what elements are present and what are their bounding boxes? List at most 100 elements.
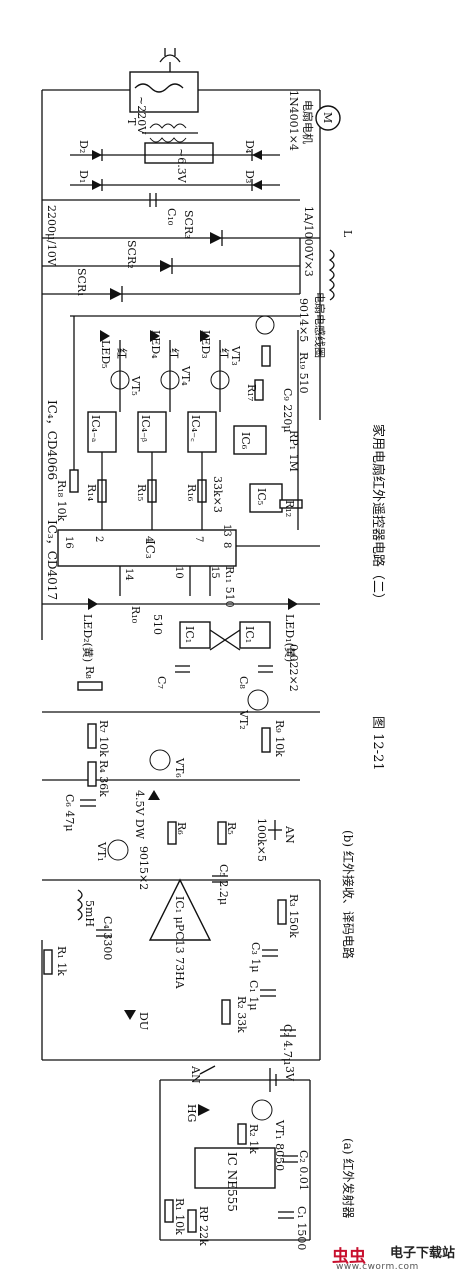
label-vt3: VT₃ [229, 345, 242, 366]
label-d2: D₂ [77, 140, 90, 153]
resistor-r7 [87, 723, 97, 749]
label-pin15: 15 [209, 566, 220, 579]
op-amp-ic1 [148, 878, 212, 941]
ir-led-icon [198, 1104, 210, 1116]
figure-caption: 家用电扇红外遥控器电路（二） [370, 424, 386, 606]
label-r8: R₈ [83, 666, 96, 679]
label-pin4: 4 [143, 536, 154, 542]
resistor-r4 [87, 761, 97, 787]
label-pin13: 13 [221, 524, 232, 537]
label-inductor: L [341, 230, 354, 238]
resistor-r5 [217, 821, 227, 845]
label-ic5: IC₅ [255, 488, 268, 505]
resistor-r17 [254, 379, 264, 401]
resistor-ra2 [237, 1123, 247, 1145]
label-ic4b: IC₄₋ᵦ [139, 415, 152, 442]
label-rp1: RP₁ 1M [287, 430, 300, 472]
label-t9015: 9015×2 [137, 846, 150, 890]
label-c5: C₅ 2.2μ [217, 864, 230, 905]
power-section [41, 48, 341, 640]
resistor-r1 [43, 949, 53, 975]
switch-an [199, 1065, 216, 1075]
component-labels: ~220V T ~6.3V D₂ D₁ D₄ D₃ 1N4001×4 电扇电机 … [45, 90, 354, 1250]
zener-icon [148, 790, 160, 800]
watermark-logo-glyph: 虫虫 [332, 1247, 366, 1267]
plug-icon [159, 48, 181, 72]
resistor-r6 [167, 821, 177, 845]
label-ne555: IC NE555 [225, 1152, 239, 1212]
label-r16: R₁₆ [185, 484, 198, 502]
label-d3: D₃ [243, 170, 256, 183]
transistor-vt6 [149, 749, 171, 771]
label-an-b: AN [283, 825, 296, 844]
label-ra1: R₁ 10k [173, 1198, 186, 1235]
watermark-brand: 电子下载站 [390, 1246, 456, 1261]
label-ca1: C₁ 1500 [295, 1206, 308, 1250]
transistor-vt1 [107, 839, 129, 861]
label-an-a: AN [189, 1065, 202, 1084]
subcaption-b: (b) 红外接收、译码电路 [341, 830, 356, 959]
label-r3: R₃ 150k [287, 894, 300, 938]
label-r2: R₂ 33k [235, 996, 248, 1033]
label-red-3: 红 [217, 348, 230, 359]
label-ic1a: IC₁ [183, 626, 196, 643]
transistor-driver [255, 315, 275, 335]
subcaption-a: (a) 红外发射器 [341, 1138, 356, 1218]
label-rp: RP 22k [197, 1206, 210, 1246]
scr-icon [210, 232, 222, 244]
label-batt: 3V [283, 1066, 296, 1082]
coil-5mh [76, 889, 83, 921]
label-coil: 5mH [83, 900, 96, 927]
decoder-section [42, 689, 320, 881]
label-vt6: VT₆ [173, 757, 186, 778]
ic6-box [233, 425, 267, 455]
receiver-amp-section [41, 875, 321, 1061]
diode-icon [252, 150, 262, 160]
label-c10-name: C₁₀ [165, 208, 178, 226]
label-r6: R₆ [175, 822, 188, 835]
watermark-logo: 虫虫 电子下载站 www.cworm.com [330, 1240, 470, 1280]
label-pin14: 14 [123, 568, 134, 581]
ic3-box [57, 529, 237, 567]
ic4a-switch [87, 411, 117, 453]
label-ra2: R₂ 1k [247, 1124, 260, 1154]
transistor-8050 [251, 1099, 273, 1121]
figure-number: 图 12-21 [370, 716, 385, 771]
label-r14: R₁₄ [85, 484, 98, 502]
label-r16-val: 33k×3 [211, 476, 224, 513]
label-dw: 4.5V DW [133, 790, 146, 840]
label-d4: D₄ [243, 140, 256, 154]
label-pin8: 8 [221, 542, 232, 548]
label-r11: R₁₁ 510 [223, 566, 236, 608]
label-vt1b: VT₁ [95, 841, 108, 862]
label-r10: R₁₀ [129, 606, 142, 624]
label-r18: R₁₈ 10k [55, 480, 68, 522]
label-led2: LED₂(黄) [81, 614, 95, 662]
resistor-ra1 [164, 1199, 174, 1223]
ic4c-switch [187, 411, 217, 453]
figure-captions: (a) 红外发射器 (b) 红外接收、译码电路 图 12-21 家用电扇红外遥控… [341, 424, 386, 1218]
label-d1: D₁ [77, 170, 90, 183]
label-c1: C₁ 1μ [247, 980, 260, 1010]
diode-icon [252, 180, 262, 190]
label-scr-rating: 1A/1000V×3 [302, 206, 315, 277]
diode-icon [92, 150, 102, 160]
resistor-r18 [69, 469, 79, 493]
label-motor: M [321, 112, 334, 123]
label-r12: R₁₂ [283, 500, 296, 517]
ic5-box [249, 483, 283, 513]
label-vt-array: 9014×5 [297, 298, 310, 342]
transformer-coil [149, 123, 187, 143]
label-led3: LED₃ [199, 330, 212, 359]
label-diodes: 1N4001×4 [287, 90, 300, 151]
label-red-5: 红 [115, 348, 128, 359]
label-c2: C₂ 4.7μ [281, 1024, 294, 1065]
ir-receiver-diode-icon [124, 1010, 136, 1020]
label-r5: R₅ [225, 822, 238, 835]
label-led5: LED₅ [99, 340, 112, 369]
label-transformer: T [125, 118, 138, 126]
label-red-4: 红 [167, 348, 180, 359]
label-vt4: VT₄ [179, 365, 192, 386]
resistor-r9 [261, 727, 271, 753]
label-r10-val: 510 [151, 614, 164, 635]
